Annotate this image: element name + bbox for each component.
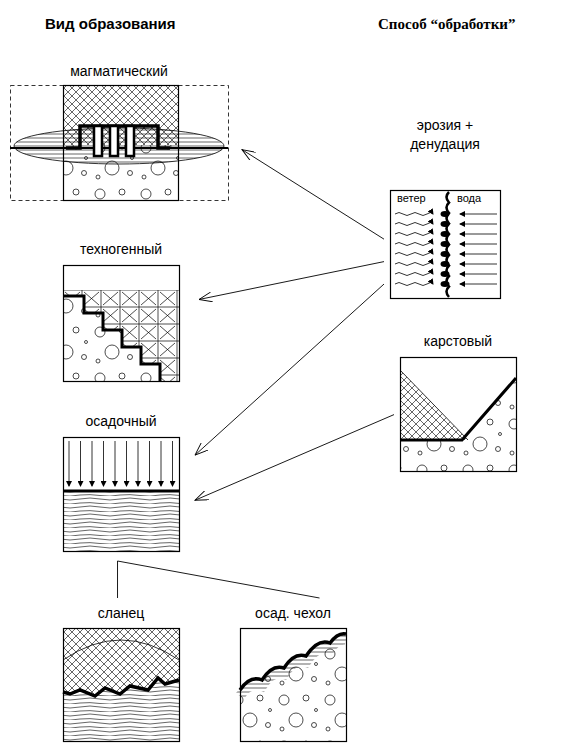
rock-formation-box: карстовый bbox=[400, 330, 516, 471]
drawing-path bbox=[395, 283, 433, 286]
drawing-g bbox=[63, 266, 180, 382]
drawing-rect bbox=[64, 86, 179, 201]
drawing-line bbox=[115, 441, 116, 486]
formation-label: осад. чехол bbox=[240, 604, 346, 622]
column-heading: Способ “обработки” bbox=[378, 15, 515, 33]
drawing-polygon bbox=[63, 290, 179, 381]
drawing-line bbox=[460, 254, 497, 255]
process-arrow bbox=[199, 262, 384, 300]
drawing-rect bbox=[241, 629, 347, 742]
formation-label: эрозия + денудация bbox=[410, 116, 480, 154]
process-arrow bbox=[195, 415, 394, 501]
process-arrow bbox=[195, 284, 384, 455]
drawing-g bbox=[10, 85, 229, 201]
drawing-polygon bbox=[63, 678, 179, 741]
drawing-line bbox=[460, 224, 497, 225]
drawing-g bbox=[240, 629, 347, 742]
drawing-line bbox=[460, 284, 497, 285]
formation-label: карстовый bbox=[400, 332, 516, 350]
drawing-path bbox=[395, 223, 433, 226]
drawing-path bbox=[63, 490, 179, 493]
drawing-line bbox=[126, 441, 127, 486]
drawing-line bbox=[103, 441, 104, 486]
rock-formation-box: осадочный bbox=[63, 410, 179, 551]
drawing-polyline bbox=[63, 678, 179, 696]
drawing-g bbox=[63, 438, 180, 552]
rock-formation-box: осад. чехол bbox=[240, 602, 346, 741]
process-arrow bbox=[242, 150, 384, 240]
rock-formation-box: эрозия + денудация ветер вода bbox=[388, 112, 502, 299]
branch-line bbox=[118, 561, 320, 598]
drawing-line bbox=[69, 441, 70, 486]
drawing-path bbox=[240, 634, 346, 741]
drawing-rect bbox=[126, 126, 134, 156]
drawing-line bbox=[92, 441, 93, 486]
drawing-line bbox=[460, 214, 497, 215]
drawing-rect bbox=[11, 86, 229, 201]
drawing-polygon bbox=[63, 296, 160, 381]
drawing-line bbox=[161, 441, 162, 486]
drawing-polyline bbox=[63, 296, 160, 381]
drawing-path bbox=[400, 370, 468, 440]
agent-label: ветер bbox=[396, 192, 427, 205]
drawing-polygon bbox=[400, 370, 468, 440]
drawing-g bbox=[395, 213, 433, 286]
drawing-polygon bbox=[400, 378, 516, 471]
drawing-g bbox=[460, 214, 497, 284]
drawing-g bbox=[69, 441, 173, 486]
drawing-rect bbox=[110, 126, 118, 156]
drawing-path bbox=[395, 233, 433, 236]
formation-label: техногенный bbox=[63, 240, 179, 258]
drawing-path bbox=[395, 253, 433, 256]
drawing-line bbox=[149, 441, 150, 486]
drawing-rect bbox=[64, 438, 180, 552]
drawing-path bbox=[395, 213, 433, 216]
drawing-g bbox=[391, 191, 501, 299]
drawing-g bbox=[400, 358, 517, 472]
drawing-line bbox=[80, 441, 81, 486]
drawing-path bbox=[400, 378, 516, 440]
rock-formation-box: магматический bbox=[10, 60, 228, 200]
formation-label: магматический bbox=[10, 62, 228, 80]
drawing-path bbox=[240, 640, 346, 696]
drawing-rect bbox=[64, 266, 180, 382]
column-heading: Вид образования bbox=[45, 15, 176, 33]
drawing-rect bbox=[64, 629, 180, 742]
rock-formation-box: техногенный bbox=[63, 238, 179, 381]
formation-label: сланец bbox=[63, 604, 179, 622]
drawing-path bbox=[395, 273, 433, 276]
rock-formation-box: сланец bbox=[63, 602, 179, 741]
drawing-line bbox=[460, 264, 497, 265]
drawing-line bbox=[460, 234, 497, 235]
drawing-rect bbox=[391, 191, 501, 299]
drawing-g bbox=[63, 628, 180, 742]
drawing-rect bbox=[401, 358, 517, 472]
agent-label: вода bbox=[456, 192, 482, 205]
drawing-line bbox=[460, 244, 497, 245]
drawing-path bbox=[63, 640, 179, 660]
drawing-rect bbox=[63, 492, 179, 551]
drawing-path bbox=[395, 243, 433, 246]
formation-label: осадочный bbox=[63, 412, 179, 430]
drawing-rect bbox=[94, 126, 102, 156]
drawing-path bbox=[240, 634, 346, 690]
drawing-line bbox=[460, 274, 497, 275]
drawing-path bbox=[395, 263, 433, 266]
drawing-path bbox=[447, 192, 450, 297]
drawing-line bbox=[172, 441, 173, 486]
drawing-line bbox=[138, 441, 139, 486]
branch-line bbox=[117, 561, 118, 598]
